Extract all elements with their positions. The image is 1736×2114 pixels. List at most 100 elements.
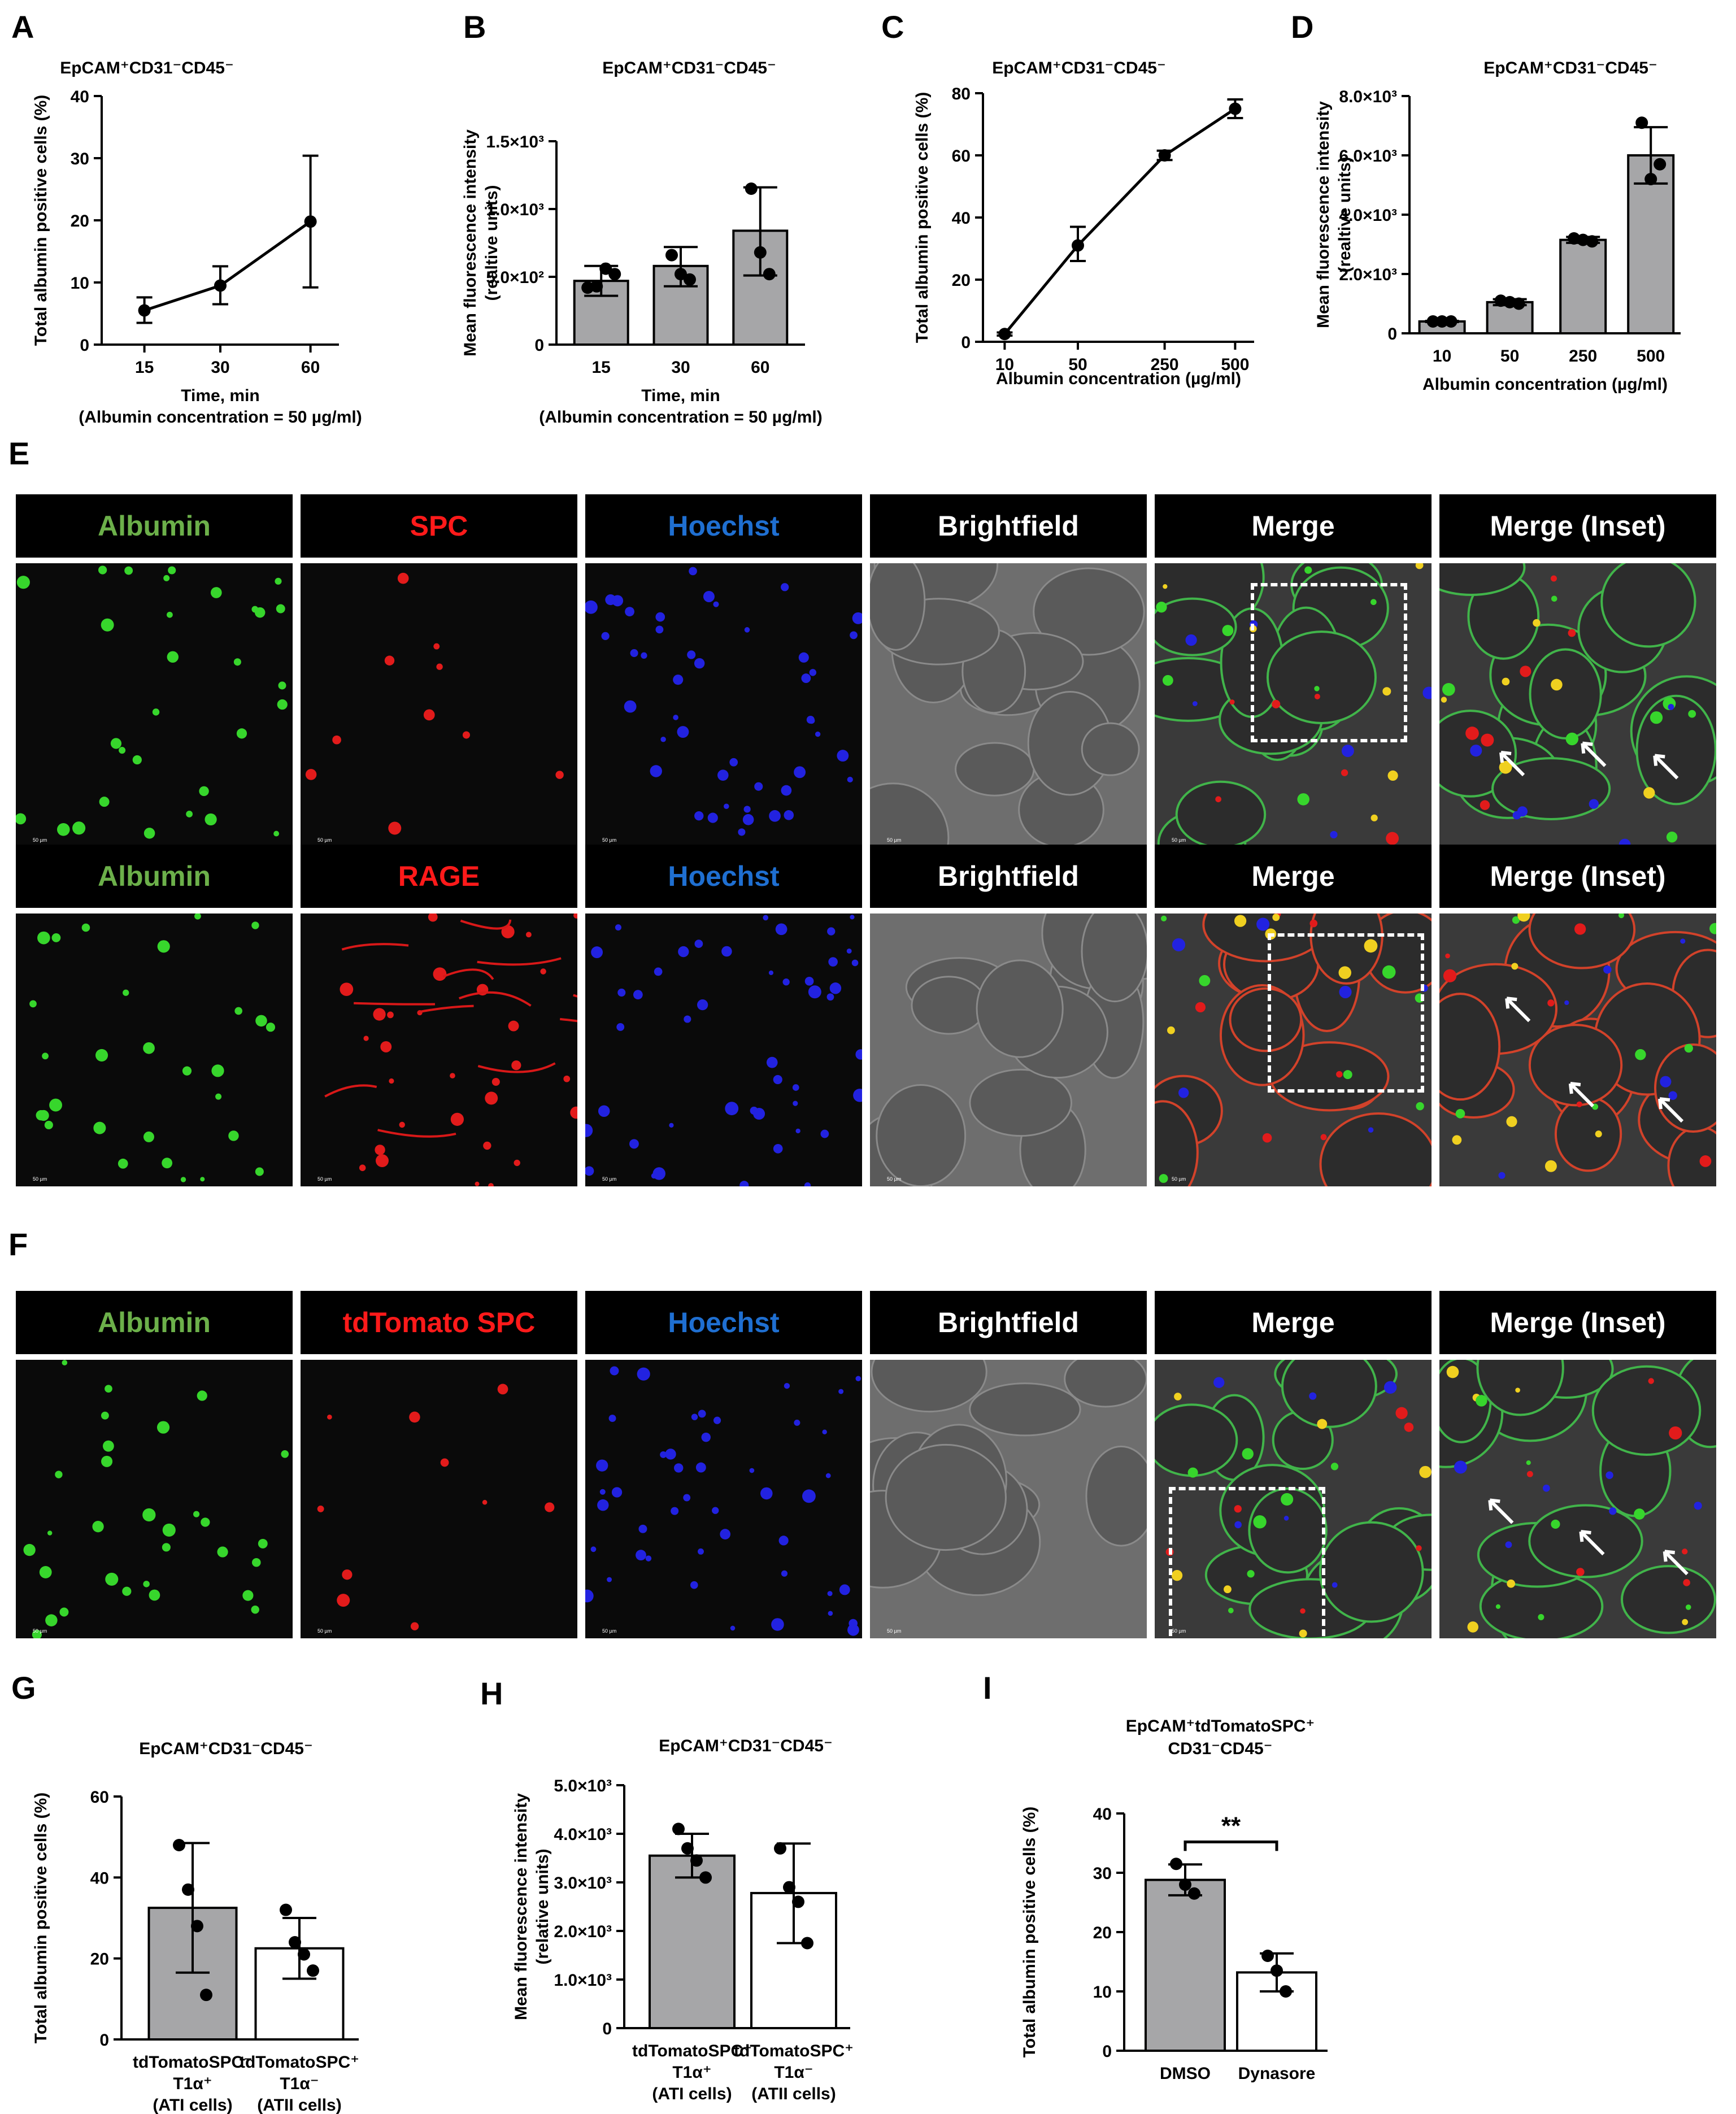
y-axis-label: Mean fluorescence intensity	[512, 1793, 530, 2020]
bar	[1559, 238, 1607, 334]
scale-bar-label: 50 µm	[1172, 837, 1186, 843]
panel-label-A: A	[11, 9, 34, 45]
series-line	[1003, 107, 1236, 335]
data-point	[1188, 1887, 1200, 1900]
panel-label-E: E	[8, 436, 30, 471]
y-axis-label: Total albumin positive cells (%)	[913, 92, 932, 343]
channel-header: tdTomato SPC	[301, 1291, 577, 1354]
chart-g: EpCAM⁺CD31⁻CD45⁻Total albumin positive c…	[32, 1739, 359, 2114]
y-tick-label: 60	[952, 147, 971, 166]
channel-header: Merge (Inset)	[1439, 494, 1716, 558]
micrograph-texture	[870, 914, 1147, 1186]
channel-header: Albumin	[16, 494, 293, 558]
arrow-icon	[1505, 997, 1531, 1023]
y-tick-label: 40	[71, 88, 89, 106]
y-tick-label: 60	[90, 1788, 109, 1807]
inset-region-box	[1268, 933, 1424, 1093]
channel-header: Albumin	[16, 845, 293, 908]
micrograph: 50 µm	[585, 914, 862, 1186]
channel-header: Hoechst	[585, 1291, 862, 1354]
data-point	[801, 1937, 813, 1950]
data-point	[998, 328, 1011, 341]
scale-bar-label: 50 µm	[887, 1628, 902, 1634]
micrograph: 50 µm	[1155, 563, 1432, 847]
micrograph: 50 µm	[301, 563, 577, 847]
channel-header: Albumin	[16, 1291, 293, 1354]
panel-label-B: B	[463, 9, 486, 45]
arrow-icon	[1499, 750, 1525, 777]
channel-header: Merge	[1155, 494, 1432, 558]
y-tick-label: 40	[90, 1869, 109, 1887]
data-point	[1179, 1878, 1191, 1891]
micrograph: 50 µm	[870, 563, 1147, 847]
scale-bar-label: 50 µm	[1172, 1176, 1186, 1182]
data-point	[304, 215, 317, 228]
y-tick-label: 10	[71, 274, 89, 293]
scale-bar-label: 50 µm	[33, 837, 47, 843]
data-point	[672, 1822, 685, 1835]
y-tick-label: 6.0×10³	[1339, 147, 1397, 166]
data-point	[599, 262, 612, 275]
y-tick-label: 20	[71, 212, 89, 230]
x-tick-label: 50	[1500, 347, 1519, 366]
y-tick-label: 0	[1387, 325, 1397, 343]
panel-label-C: C	[881, 9, 904, 45]
y-tick-label: 1.0×10³	[554, 1971, 612, 1990]
data-point	[1158, 149, 1171, 162]
data-point	[608, 268, 621, 281]
micrograph-texture	[317, 1384, 555, 1630]
scale-bar-label: 50 µm	[602, 837, 617, 843]
panel-label-G: G	[11, 1670, 36, 1706]
micrograph-texture	[585, 567, 862, 836]
x-tick-label: tdTomatoSPC⁻	[133, 2053, 253, 2072]
x-tick-label-line3: (ATII cells)	[257, 2096, 341, 2114]
data-point	[681, 1842, 694, 1855]
data-point	[1271, 1964, 1283, 1977]
chart-h: EpCAM⁺CD31⁻CD45⁻ Mean fluorescence intens…	[512, 1737, 854, 2103]
scale-bar-label: 50 µm	[887, 837, 902, 843]
x-tick-label-line2: T1α⁻	[774, 2063, 813, 2082]
panel-label-D: D	[1291, 9, 1314, 45]
micrograph-texture	[1439, 1360, 1716, 1638]
x-tick-label: DMSO	[1160, 2064, 1211, 2083]
micrograph-texture	[870, 1360, 1147, 1597]
channel-header: Merge	[1155, 845, 1432, 908]
channel-header: Hoechst	[585, 494, 862, 558]
micrograph	[1439, 914, 1716, 1186]
chart-title: EpCAM⁺CD31⁻CD45⁻	[139, 1739, 313, 1758]
y-axis-label-line2: (realtive units)	[1335, 156, 1354, 272]
micrograph: 50 µm	[1155, 1360, 1432, 1638]
data-point	[699, 1871, 712, 1884]
data-point	[1654, 158, 1667, 171]
data-point	[173, 1839, 185, 1851]
chart-i: EpCAM⁺tdTomatoSPC⁺CD31⁻CD45⁻Total albumi…	[1020, 1717, 1328, 2083]
y-tick-label: 0	[99, 2031, 109, 2050]
micrograph-texture	[23, 1360, 289, 1638]
data-point	[138, 304, 151, 317]
data-point	[665, 249, 678, 262]
micrograph: 50 µm	[301, 914, 577, 1186]
y-tick-label: 8.0×10³	[1339, 88, 1397, 106]
y-tick-label: 40	[1093, 1805, 1112, 1824]
channel-header: Merge (Inset)	[1439, 1291, 1716, 1354]
chart-title: EpCAM⁺CD31⁻CD45⁻	[60, 59, 234, 77]
data-point	[590, 280, 603, 293]
x-tick-label-line2: T1α⁺	[672, 2063, 711, 2082]
chart-title: EpCAM⁺CD31⁻CD45⁻	[659, 1737, 833, 1755]
scale-bar-label: 50 µm	[887, 1176, 902, 1182]
x-tick-label: 60	[751, 358, 769, 377]
x-tick-label-line3: (ATII cells)	[751, 2085, 836, 2103]
data-point	[1280, 1985, 1292, 1998]
y-tick-label: 4.0×10³	[554, 1825, 612, 1844]
data-point	[745, 182, 758, 195]
chart-title: EpCAM⁺tdTomatoSPC⁺	[1126, 1717, 1315, 1735]
channel-header: Brightfield	[870, 494, 1147, 558]
scale-bar-label: 50 µm	[317, 837, 332, 843]
scale-bar-label: 50 µm	[1172, 1628, 1186, 1634]
chart-c: EpCAM⁺CD31⁻CD45⁻Total albumin positive c…	[913, 59, 1254, 388]
y-tick-label: 80	[952, 85, 971, 103]
data-point	[754, 246, 767, 259]
micrograph-texture	[585, 1366, 862, 1636]
